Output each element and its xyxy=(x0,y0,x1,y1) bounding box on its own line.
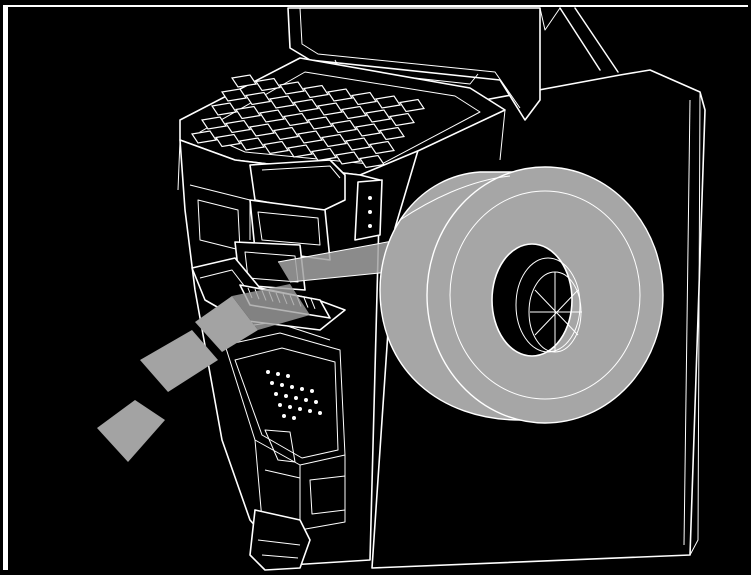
roller-rib xyxy=(303,297,309,308)
keypad-key xyxy=(282,112,310,127)
keypad-key xyxy=(340,105,368,120)
keypad-key xyxy=(316,102,344,116)
keypad-key xyxy=(258,109,286,123)
grille-dot xyxy=(274,392,278,396)
keypad-key xyxy=(278,81,306,95)
paper-roll-icon xyxy=(379,166,664,424)
keypad-key xyxy=(254,77,282,92)
grille-dot xyxy=(270,381,274,385)
keypad-key xyxy=(190,130,218,144)
keypad-key xyxy=(292,98,320,113)
grille-dot xyxy=(300,387,304,391)
machine-front-column xyxy=(179,139,381,566)
grille-dot xyxy=(276,372,280,376)
grille-dot xyxy=(308,409,312,413)
keypad-key xyxy=(210,102,238,116)
keypad-key xyxy=(358,154,386,169)
grille-dot xyxy=(310,389,314,393)
display-screen-icon xyxy=(287,7,619,121)
grille-dot xyxy=(290,385,294,389)
keypad-key xyxy=(230,74,258,88)
keypad-key xyxy=(306,116,334,130)
keypad-key xyxy=(302,84,330,99)
keypad-key xyxy=(238,137,266,151)
grille-dot xyxy=(294,396,298,400)
keypad-key xyxy=(344,137,372,151)
grille-dot xyxy=(314,400,318,404)
keypad-key xyxy=(234,105,262,120)
grille-dot xyxy=(280,383,284,387)
keypad-key xyxy=(330,119,358,134)
roller-rib xyxy=(310,298,316,309)
grille-dot xyxy=(266,370,270,374)
keypad-key xyxy=(262,140,290,155)
keypad-key xyxy=(334,151,362,165)
keypad-key xyxy=(224,119,252,134)
keypad-key xyxy=(244,91,272,106)
keypad-key xyxy=(214,133,242,148)
machine-base-foot xyxy=(249,509,311,571)
grille-dot xyxy=(286,374,290,378)
keypad-key xyxy=(326,88,354,102)
keypad-key xyxy=(354,123,382,137)
keypad-key xyxy=(200,116,228,130)
keypad-key xyxy=(364,109,392,123)
keypad-key xyxy=(374,95,402,109)
keypad-key xyxy=(398,98,426,113)
grille-dot xyxy=(284,394,288,398)
grille-dot xyxy=(292,416,296,420)
keypad-key xyxy=(268,95,296,109)
keypad-key xyxy=(220,88,248,102)
keypad-key xyxy=(310,147,338,162)
grille-dot xyxy=(278,403,282,407)
grille-dot xyxy=(318,411,322,415)
frame-top-bar xyxy=(3,5,748,7)
keypad-icon xyxy=(190,74,426,169)
keypad-key xyxy=(248,123,276,137)
keypad-key xyxy=(320,133,348,148)
speaker-grille-icon xyxy=(266,370,322,420)
keypad-key xyxy=(378,126,406,141)
grille-dot xyxy=(282,414,286,418)
keypad-key xyxy=(350,91,378,106)
frame-left-bar xyxy=(3,5,8,570)
keypad-key xyxy=(368,140,396,155)
keypad-key xyxy=(388,112,416,127)
grille-dot xyxy=(288,405,292,409)
grille-dot xyxy=(304,398,308,402)
grille-dot xyxy=(298,407,302,411)
keypad-key xyxy=(296,130,324,144)
keypad-key xyxy=(272,126,300,141)
keypad-key xyxy=(286,144,314,158)
